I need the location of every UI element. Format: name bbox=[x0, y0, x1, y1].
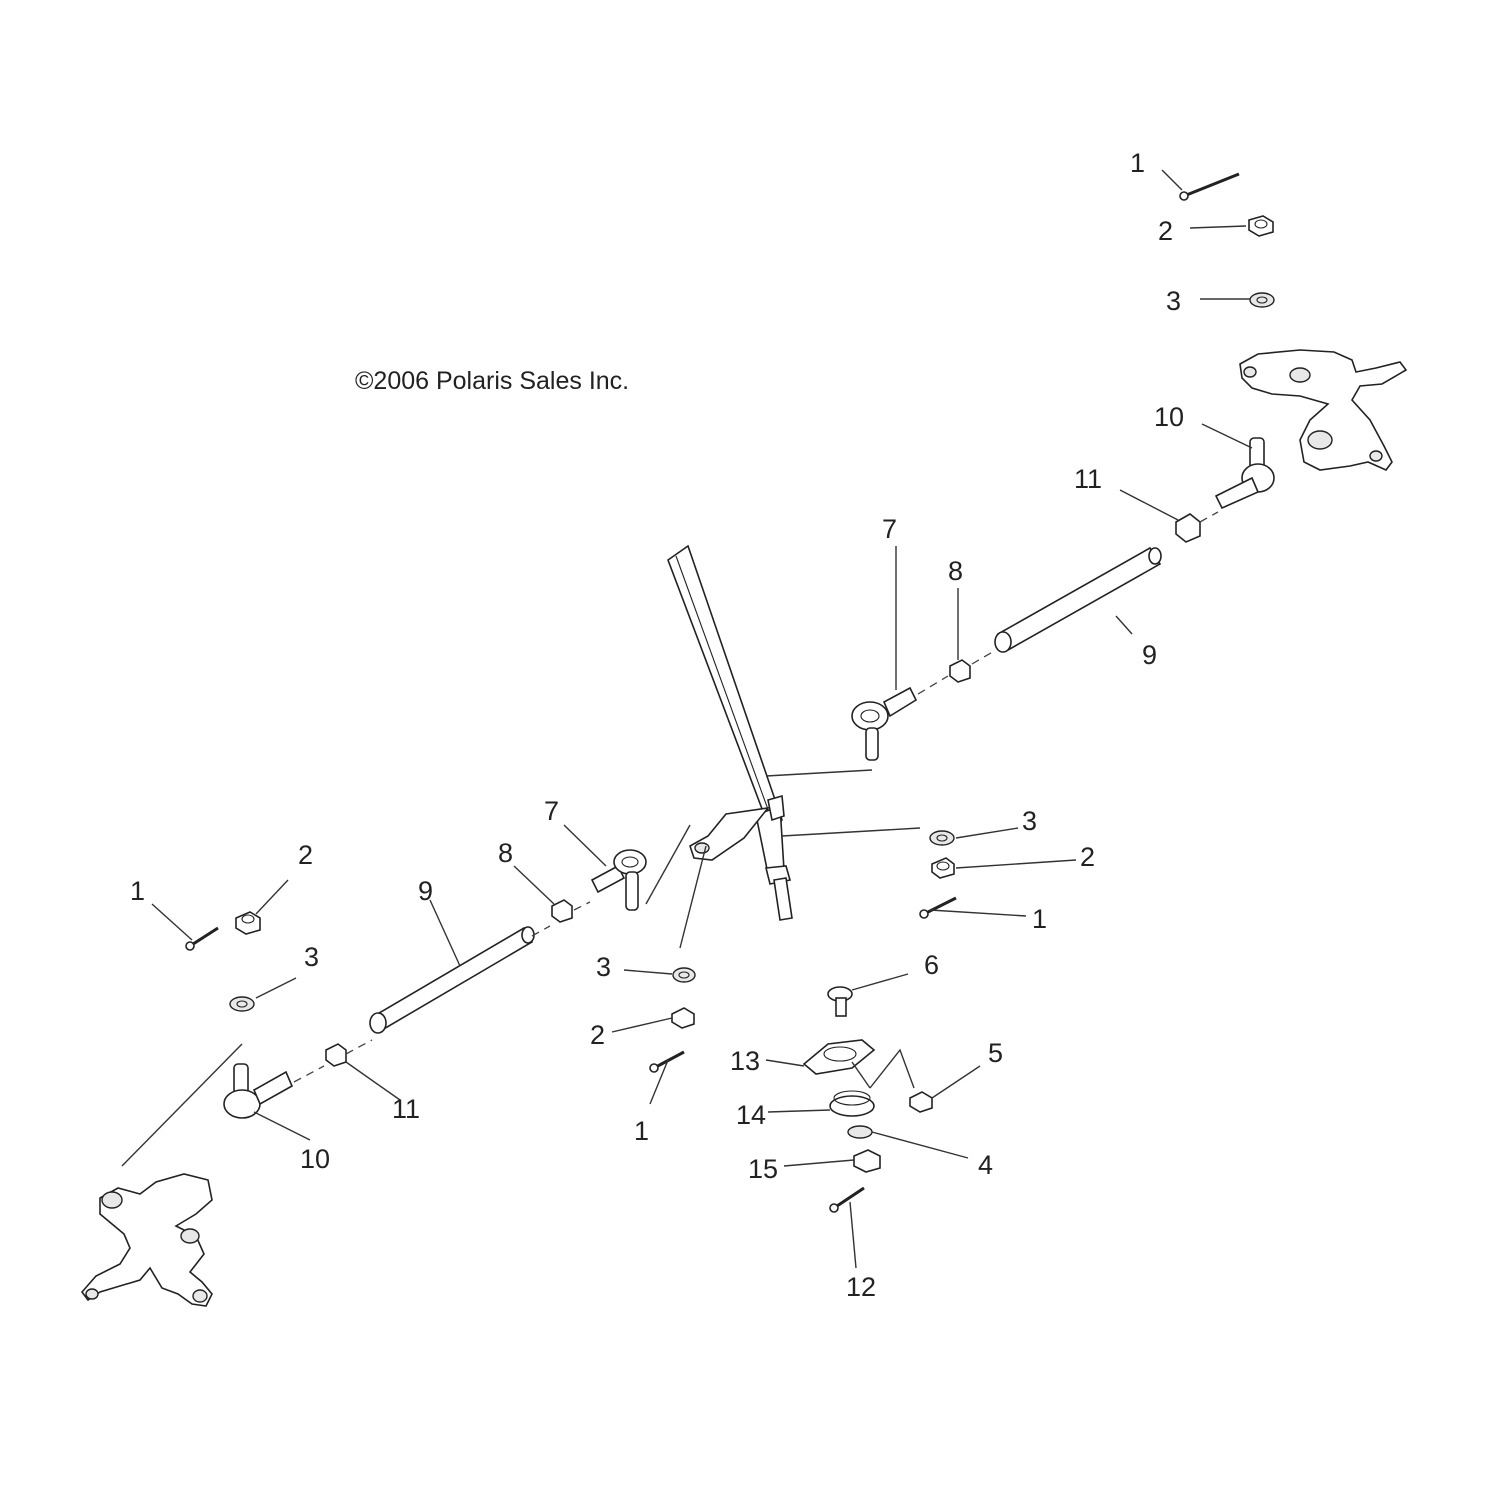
callout-2: 2 bbox=[1158, 216, 1173, 246]
callout-1: 1 bbox=[1130, 148, 1145, 178]
callout-7: 7 bbox=[544, 796, 559, 826]
tie-rod-end-left bbox=[223, 1063, 294, 1119]
steering-post bbox=[667, 544, 793, 921]
steering-knuckle-left bbox=[80, 1173, 213, 1307]
washer-left bbox=[229, 996, 255, 1012]
jam-nut-left-outer bbox=[325, 1043, 347, 1067]
cotter-pin-top-right bbox=[1179, 172, 1240, 201]
inner-tie-rod-end-left bbox=[590, 849, 647, 911]
callout-3: 3 bbox=[1022, 806, 1037, 836]
jam-nut-left-inner bbox=[551, 899, 573, 923]
cotter-pin-left bbox=[185, 926, 219, 951]
tie-rod-end-right bbox=[1214, 437, 1275, 510]
jam-nut-right-inner bbox=[949, 659, 971, 683]
nut-center-left bbox=[671, 1007, 695, 1029]
callout-10: 10 bbox=[1154, 402, 1184, 432]
inner-tie-rod-end-right bbox=[851, 686, 918, 761]
callout-1: 1 bbox=[1032, 904, 1047, 934]
callout-1: 1 bbox=[130, 876, 145, 906]
callout-13: 13 bbox=[730, 1046, 760, 1076]
tie-rod-tube-left bbox=[369, 926, 535, 1034]
callout-4: 4 bbox=[978, 1150, 993, 1180]
nut-15 bbox=[853, 1149, 881, 1173]
callout-8: 8 bbox=[498, 838, 513, 868]
callout-11: 11 bbox=[392, 1094, 420, 1124]
callout-3: 3 bbox=[1166, 286, 1181, 316]
callout-5: 5 bbox=[988, 1038, 1003, 1068]
leader-lines bbox=[121, 169, 1253, 1269]
cotter-pin-center-left bbox=[649, 1050, 685, 1073]
callout-2: 2 bbox=[590, 1020, 605, 1050]
nut-top-right bbox=[1248, 215, 1274, 237]
nut-center-right bbox=[931, 857, 955, 879]
callout-2: 2 bbox=[298, 840, 313, 870]
steering-knuckle-right bbox=[1239, 349, 1408, 471]
callout-9: 9 bbox=[418, 876, 433, 906]
cotter-pin-12 bbox=[829, 1186, 865, 1213]
assembly-centerlines bbox=[293, 511, 1219, 1083]
callout-7: 7 bbox=[882, 514, 897, 544]
bearing-plate-13 bbox=[802, 1039, 876, 1075]
nut-5 bbox=[909, 1091, 933, 1113]
washer-top-right bbox=[1249, 292, 1275, 308]
bolt-6 bbox=[827, 986, 853, 1017]
callout-3: 3 bbox=[304, 942, 319, 972]
tie-rod-tube-right bbox=[994, 546, 1162, 653]
jam-nut-right-outer bbox=[1175, 513, 1201, 543]
callout-10: 10 bbox=[300, 1144, 330, 1174]
callout-9: 9 bbox=[1142, 640, 1157, 670]
washer-4 bbox=[847, 1125, 873, 1139]
callout-11: 11 bbox=[1074, 464, 1102, 494]
nut-left bbox=[235, 911, 261, 935]
callout-2: 2 bbox=[1080, 842, 1095, 872]
washer-center-right bbox=[929, 830, 955, 846]
callout-3: 3 bbox=[596, 952, 611, 982]
callout-14: 14 bbox=[736, 1100, 766, 1130]
callout-8: 8 bbox=[948, 556, 963, 586]
callout-6: 6 bbox=[924, 950, 939, 980]
callout-15: 15 bbox=[748, 1154, 778, 1184]
washer-center-left bbox=[672, 967, 696, 983]
callout-12: 12 bbox=[846, 1272, 876, 1302]
bushing-14 bbox=[829, 1090, 875, 1117]
cotter-pin-center-right bbox=[919, 896, 957, 919]
copyright-text: ©2006 Polaris Sales Inc. bbox=[355, 367, 629, 395]
callout-labels: 1 2 3 10 11 7 8 9 7 8 3 2 1 3 2 1 1 2 3 … bbox=[130, 148, 1184, 1302]
callout-1: 1 bbox=[634, 1116, 649, 1146]
